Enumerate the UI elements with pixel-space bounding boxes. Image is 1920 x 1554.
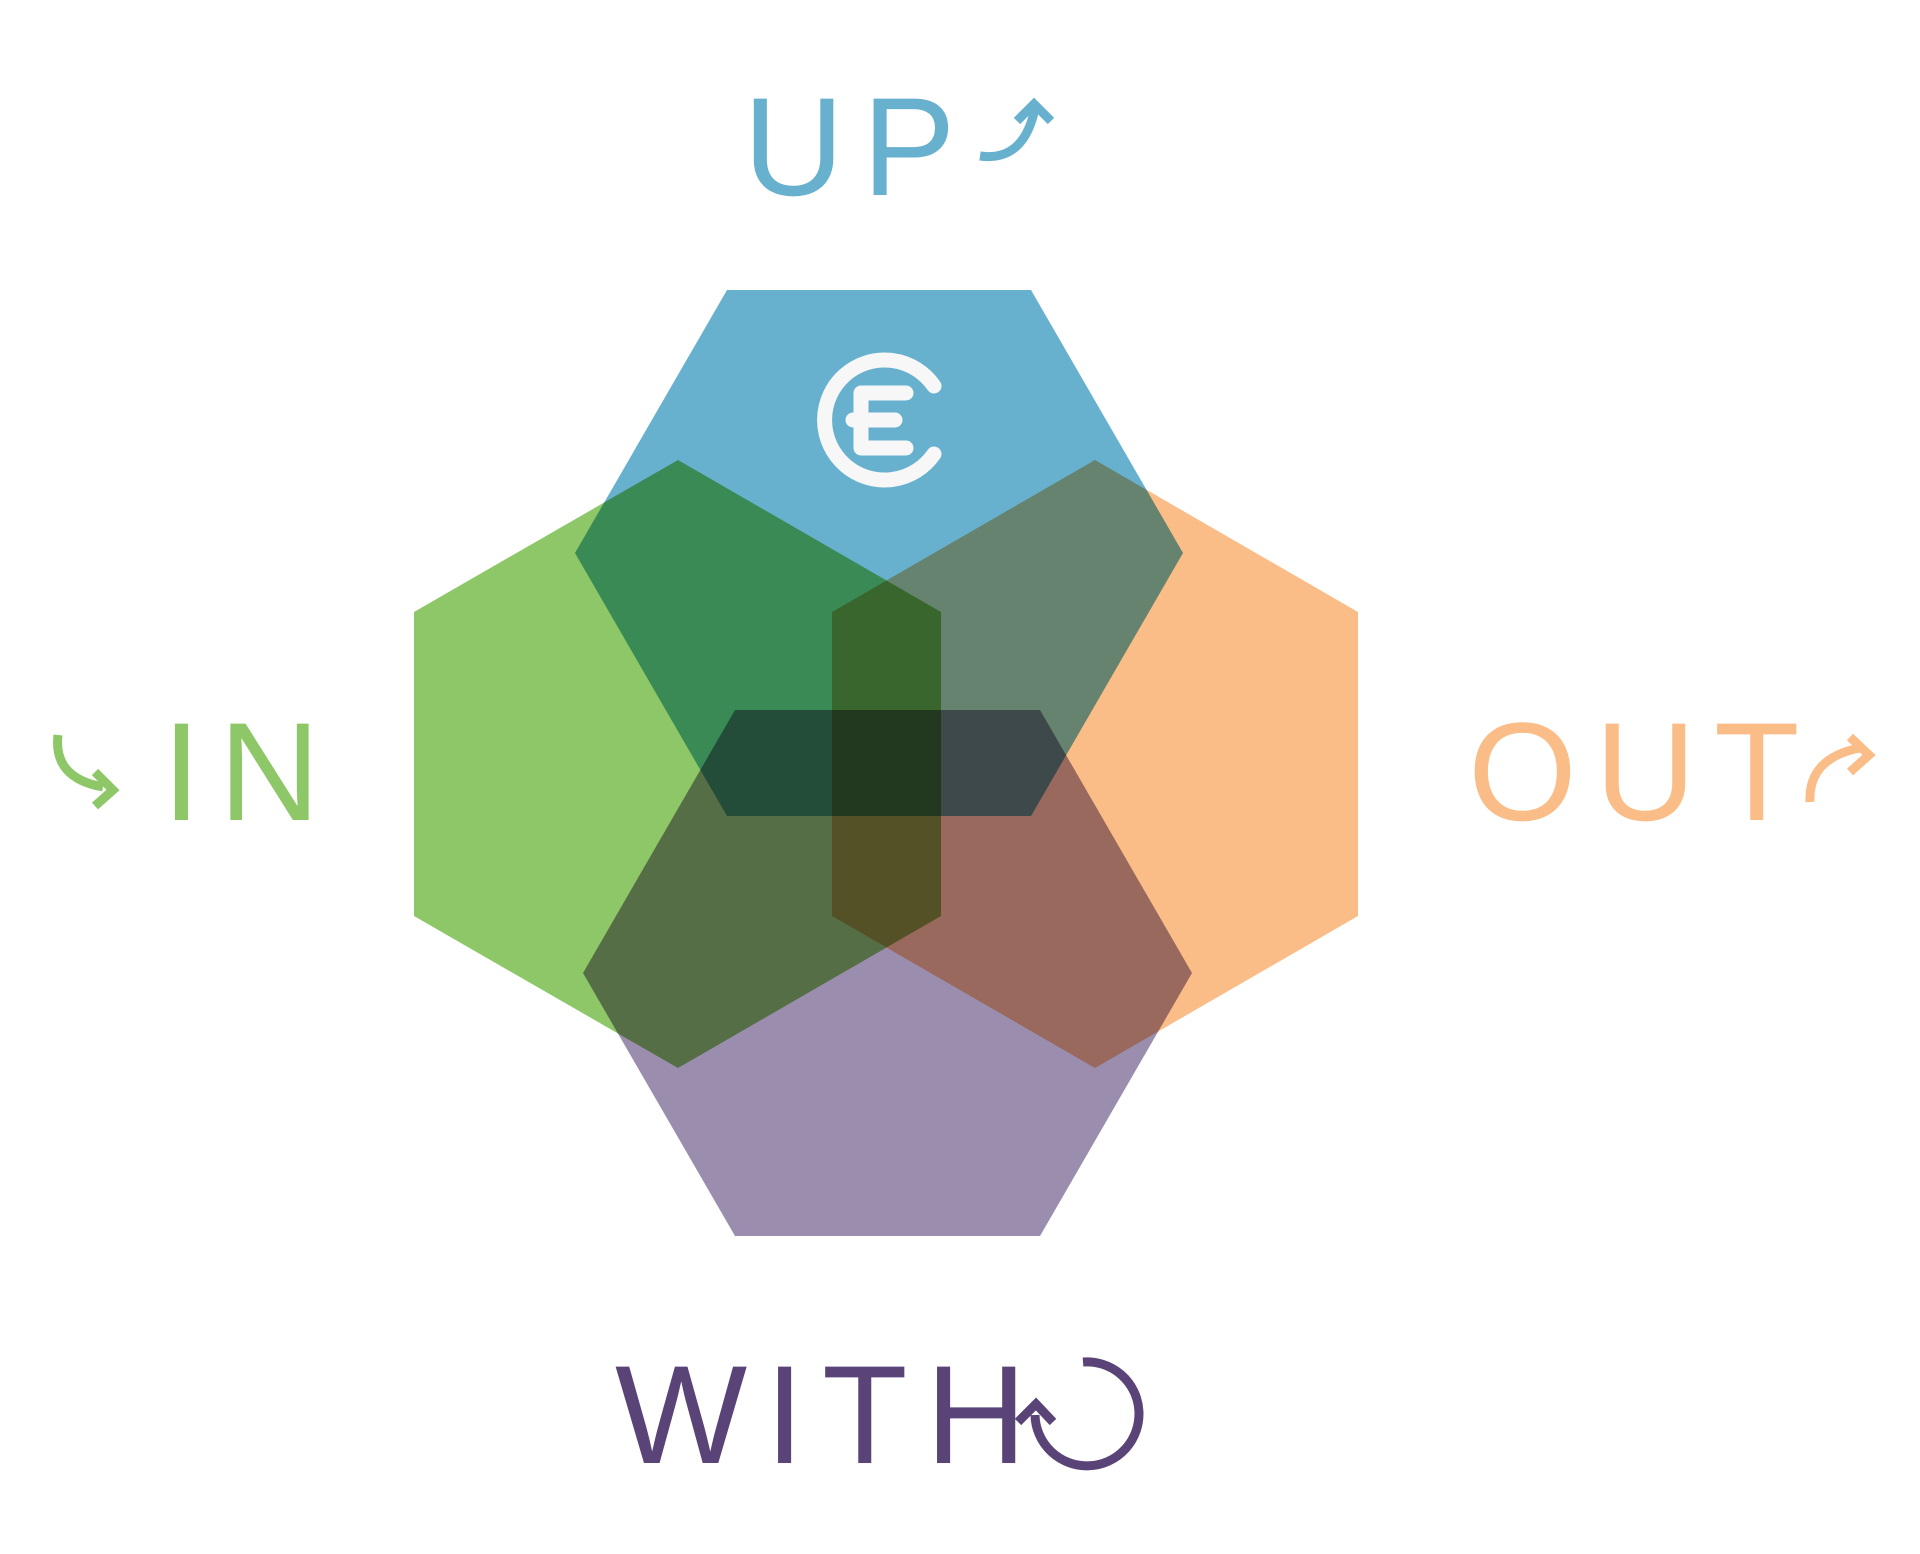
circular-arrow-icon (1014, 1357, 1144, 1471)
in-label: IN (162, 693, 338, 850)
curved-arrow-up-right-icon (979, 97, 1055, 162)
hexagon-group (414, 290, 1358, 1236)
up-label: UP (743, 68, 973, 225)
euro-icon (817, 352, 942, 488)
curved-arrow-up-right-icon (1805, 733, 1876, 803)
with-label: WITH (615, 1336, 1045, 1493)
out-label: OUT (1468, 693, 1818, 850)
hexagon-with (583, 710, 1192, 1236)
with-label-group: WITH (615, 1336, 1144, 1493)
in-label-group: IN (53, 693, 338, 850)
up-label-group: UP (743, 68, 1055, 225)
curved-arrow-down-right-icon (53, 734, 120, 810)
out-label-group: OUT (1468, 693, 1876, 850)
